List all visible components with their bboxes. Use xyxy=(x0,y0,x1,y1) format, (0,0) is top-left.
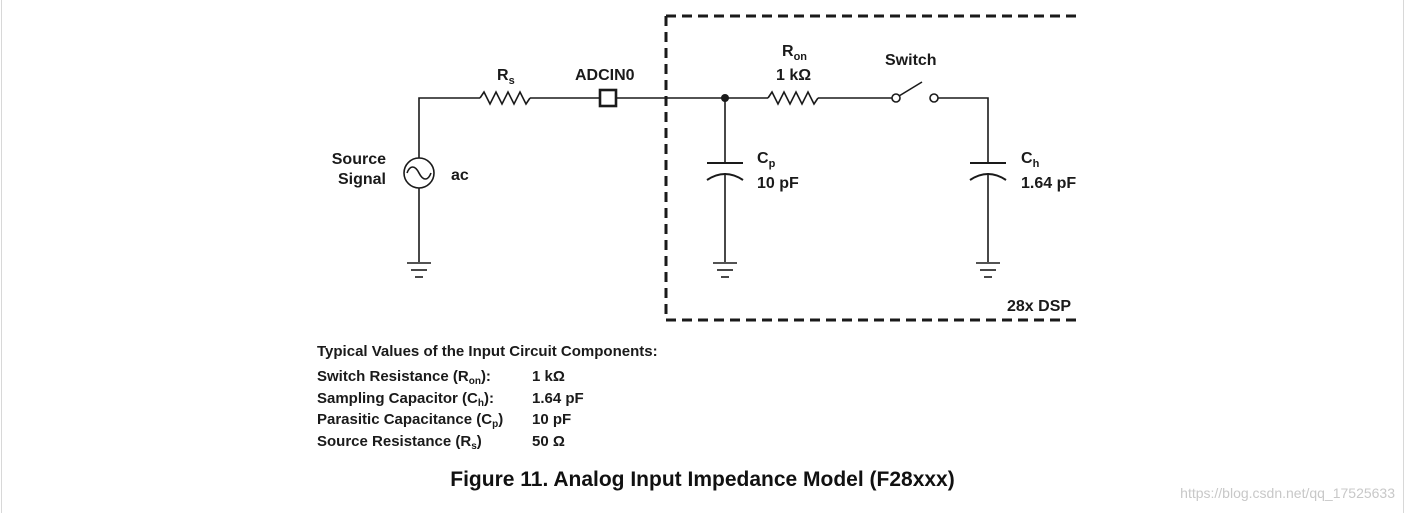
ron-resistor xyxy=(767,90,819,106)
ground-icon-cp xyxy=(713,262,737,278)
table-row-label: Parasitic Capacitance (Cp) xyxy=(317,411,504,430)
cp-label: Cp xyxy=(757,150,776,170)
source-top-wire xyxy=(418,97,480,158)
watermark: https://blog.csdn.net/qq_17525633 xyxy=(1180,485,1395,501)
ac-label: ac xyxy=(451,167,469,184)
dsp-boundary xyxy=(664,14,1082,322)
table-row: Parasitic Capacitance (Cp) 10 pF xyxy=(317,411,658,433)
switch-to-ch-wire xyxy=(938,97,989,163)
ron-value: 1 kΩ xyxy=(776,67,811,84)
table-row-value: 1.64 pF xyxy=(532,389,584,407)
switch-blade xyxy=(898,81,923,97)
table-row-value: 50 Ω xyxy=(532,432,565,450)
ch-label: Ch xyxy=(1021,150,1040,170)
ron-label: Ron xyxy=(782,43,807,63)
table-row-label: Switch Resistance (Ron): xyxy=(317,368,491,387)
table-row-value: 10 pF xyxy=(532,411,572,428)
source-label-line1: Source xyxy=(332,151,386,168)
ground-icon-ch xyxy=(976,262,1000,278)
switch-label: Switch xyxy=(885,52,937,69)
component-values-table: Typical Values of the Input Circuit Comp… xyxy=(317,343,658,454)
table-row: Source Resistance (Rs) 50 Ω xyxy=(317,433,658,455)
rs-label: Rs xyxy=(497,67,515,87)
sine-wave-icon xyxy=(406,166,432,180)
table-row-label: Source Resistance (Rs) xyxy=(317,432,482,452)
table-row-value: 1 kΩ xyxy=(532,368,565,385)
switch-contact-right xyxy=(929,93,939,103)
table-row: Sampling Capacitor (Ch): 1.64 pF xyxy=(317,390,658,412)
figure-caption: Figure 11. Analog Input Impedance Model … xyxy=(450,468,955,491)
dsp-label: 28x DSP xyxy=(1007,298,1071,315)
adcin0-pin xyxy=(598,88,618,108)
ch-value: 1.64 pF xyxy=(1021,175,1076,192)
ground-icon-source xyxy=(407,262,431,278)
cp-value: 10 pF xyxy=(757,175,799,192)
table-header: Typical Values of the Input Circuit Comp… xyxy=(317,343,658,360)
switch-contact-left xyxy=(891,93,901,103)
adcin0-label: ADCIN0 xyxy=(575,67,635,84)
source-label-line2: Signal xyxy=(338,171,386,188)
rs-resistor xyxy=(479,90,531,106)
table-row: Switch Resistance (Ron): 1 kΩ xyxy=(317,368,658,390)
table-row-label: Sampling Capacitor (Ch): xyxy=(317,389,494,409)
